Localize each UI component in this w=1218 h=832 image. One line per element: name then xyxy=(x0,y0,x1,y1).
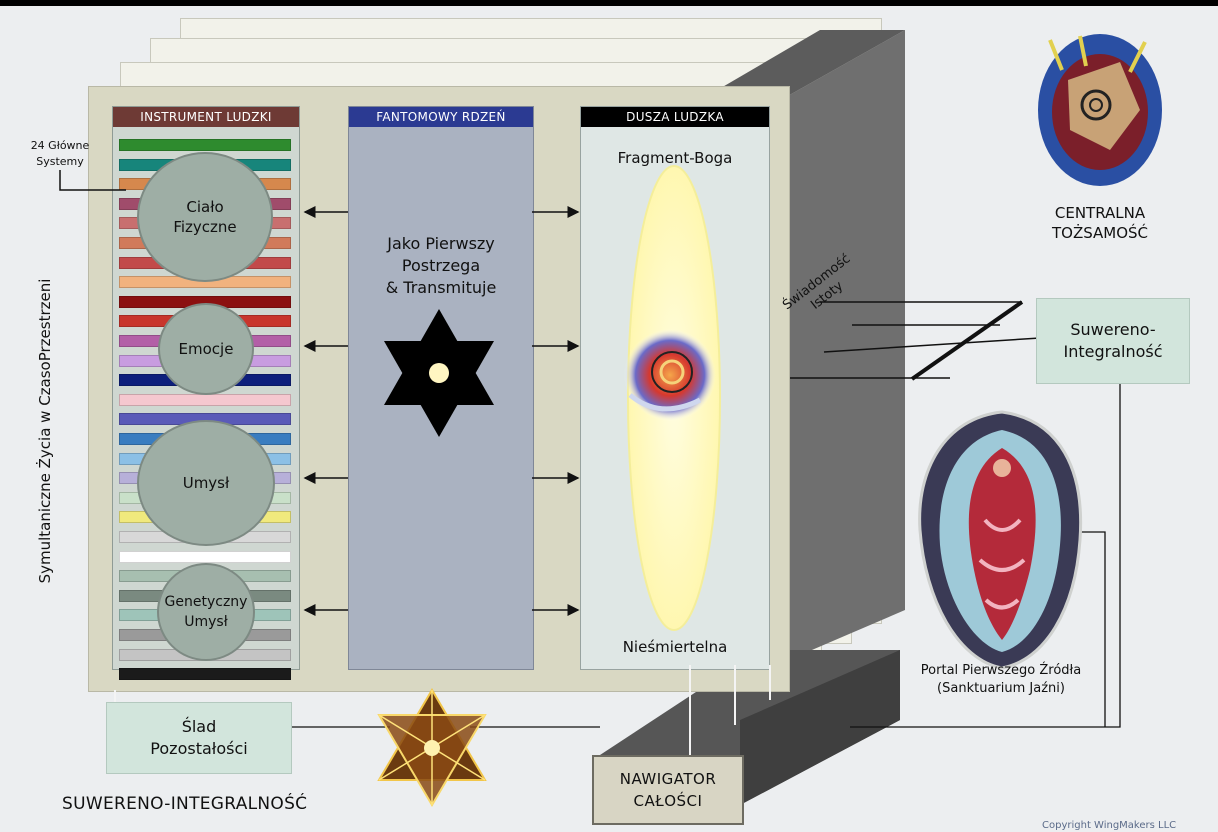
phantom-text: Jako Pierwszy Postrzega & Transmituje xyxy=(385,234,497,297)
navigator-box: NAWIGATOR CAŁOŚCI xyxy=(592,755,744,825)
residual-trace-box: Ślad Pozostałości xyxy=(106,702,292,774)
side-label: Symultaniczne Życia w CzasoPrzestrzeni xyxy=(36,278,54,584)
consciousness-lines xyxy=(790,300,1041,381)
central-identity-image xyxy=(1038,34,1162,186)
phantom-header: FANTOMOWY RDZEŃ xyxy=(349,107,533,127)
connector-lines xyxy=(290,384,1121,728)
connection-arrows xyxy=(303,206,580,616)
circle-emotions: Emocje xyxy=(158,303,254,395)
system-stripe xyxy=(119,668,291,681)
systems-pointer xyxy=(59,170,126,191)
navigator-lines xyxy=(114,665,771,755)
instrument-header: INSTRUMENT LUDZKI xyxy=(113,107,299,127)
circle-genetic-mind: Genetyczny Umysł xyxy=(157,563,255,661)
systems-label: 24 Główne Systemy xyxy=(30,139,90,168)
circle-mind: Umysł xyxy=(137,420,275,546)
portal-image xyxy=(918,410,1083,670)
circle-physical-body: Ciało Fizyczne xyxy=(137,152,273,282)
bottom-title: SUWERENO-INTEGRALNOŚĆ xyxy=(62,794,308,814)
soul-top-label: Fragment-Boga xyxy=(617,149,733,167)
system-stripe xyxy=(119,139,291,151)
soul-header: DUSZA LUDZKA xyxy=(581,107,769,127)
central-identity-label: CENTRALNA TOŻSAMOŚĆ xyxy=(1051,204,1149,242)
copyright: Copyright WingMakers LLC xyxy=(1042,820,1177,831)
soul-bottom-label: Nieśmiertelna xyxy=(622,638,728,656)
star-tetrahedron-icon xyxy=(377,688,487,807)
soul-orb-icon xyxy=(624,329,716,421)
system-stripe xyxy=(119,550,291,563)
sovereign-integrity-box: Suwereno- Integralność xyxy=(1036,298,1190,384)
hexagram-icon xyxy=(384,309,494,437)
top-bar xyxy=(0,0,1218,6)
portal-label: Portal Pierwszego Źródła (Sanktuarium Ja… xyxy=(920,663,1082,696)
